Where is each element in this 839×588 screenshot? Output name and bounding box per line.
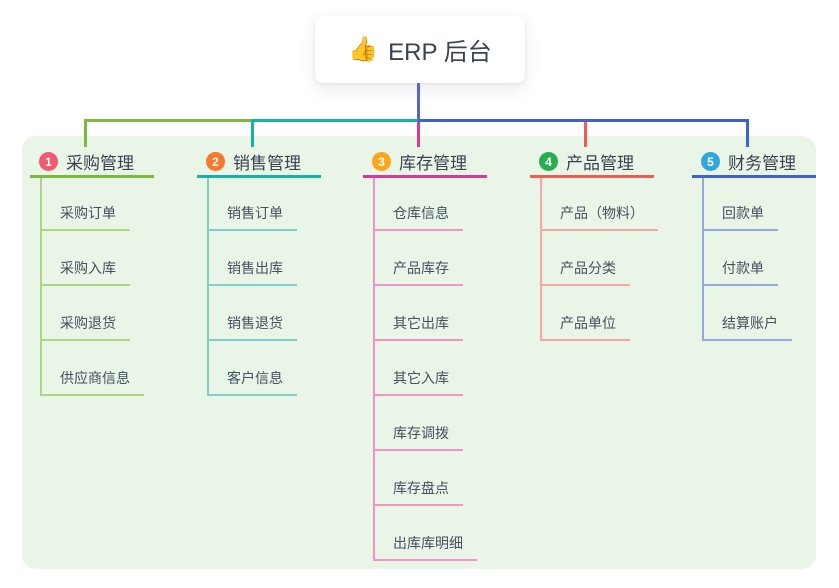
branches-panel	[22, 136, 816, 569]
child-node[interactable]: 销售订单	[209, 178, 297, 231]
branch-title[interactable]: 4 产品管理	[530, 148, 654, 178]
branch-product: 4 产品管理 产品（物料）产品分类产品单位	[530, 148, 660, 341]
child-node[interactable]: 采购入库	[42, 231, 130, 286]
child-node[interactable]: 产品单位	[542, 286, 630, 341]
child-node[interactable]: 采购订单	[42, 178, 130, 231]
child-node[interactable]: 仓库信息	[375, 178, 463, 231]
thumbs-up-icon: 👍	[348, 36, 379, 63]
children-list: 仓库信息产品库存其它出库其它入库库存调拨库存盘点出库库明细	[373, 178, 477, 561]
branch-title[interactable]: 3 库存管理	[363, 148, 487, 178]
child-node[interactable]: 其它出库	[375, 286, 463, 341]
branch-number-badge: 3	[372, 152, 391, 171]
branch-number-badge: 5	[701, 152, 720, 171]
branch-label: 财务管理	[728, 154, 796, 173]
child-node[interactable]: 回款单	[704, 178, 778, 231]
branch5-connector-horizontal	[418, 119, 749, 122]
branch-label: 采购管理	[66, 154, 134, 173]
child-node[interactable]: 付款单	[704, 231, 778, 286]
child-node[interactable]: 库存调拨	[375, 396, 463, 451]
branch-label: 库存管理	[399, 154, 467, 173]
child-node[interactable]: 销售退货	[209, 286, 297, 341]
branch2-connector-drop	[251, 119, 254, 147]
child-node[interactable]: 客户信息	[209, 341, 297, 396]
branch-number-badge: 1	[39, 152, 58, 171]
child-node[interactable]: 产品库存	[375, 231, 463, 286]
child-node[interactable]: 其它入库	[375, 341, 463, 396]
children-list: 回款单付款单结算账户	[702, 178, 792, 341]
child-node[interactable]: 产品（物料）	[542, 178, 658, 231]
branch-number-badge: 2	[206, 152, 225, 171]
branch4-connector-drop	[584, 122, 587, 147]
branch-title[interactable]: 2 销售管理	[197, 148, 321, 178]
child-node[interactable]: 销售出库	[209, 231, 297, 286]
branch-procurement: 1 采购管理 采购订单采购入库采购退货供应商信息	[30, 148, 160, 396]
children-list: 产品（物料）产品分类产品单位	[540, 178, 658, 341]
branch1-connector-drop	[84, 119, 87, 147]
child-node[interactable]: 库存盘点	[375, 451, 463, 506]
branch2-connector-horizontal	[251, 119, 418, 122]
branch1-connector-horizontal	[84, 119, 254, 122]
branch-finance: 5 财务管理 回款单付款单结算账户	[692, 148, 822, 341]
branch-sales: 2 销售管理 销售订单销售出库销售退货客户信息	[197, 148, 327, 396]
root-label: ERP 后台	[388, 39, 492, 66]
children-list: 销售订单销售出库销售退货客户信息	[207, 178, 297, 396]
branch-label: 销售管理	[233, 154, 301, 173]
child-node[interactable]: 供应商信息	[42, 341, 144, 396]
branch5-connector-drop	[746, 119, 749, 147]
root-connector-line	[417, 83, 420, 122]
branch3-connector-drop	[417, 122, 420, 147]
child-node[interactable]: 结算账户	[704, 286, 792, 341]
children-list: 采购订单采购入库采购退货供应商信息	[40, 178, 144, 396]
root-node[interactable]: 👍 ERP 后台	[315, 16, 525, 83]
branch-title[interactable]: 1 采购管理	[30, 148, 154, 178]
branch-title[interactable]: 5 财务管理	[692, 148, 816, 178]
child-node[interactable]: 采购退货	[42, 286, 130, 341]
branch-inventory: 3 库存管理 仓库信息产品库存其它出库其它入库库存调拨库存盘点出库库明细	[363, 148, 493, 561]
branch-number-badge: 4	[539, 152, 558, 171]
branch-label: 产品管理	[566, 154, 634, 173]
child-node[interactable]: 产品分类	[542, 231, 630, 286]
child-node[interactable]: 出库库明细	[375, 506, 477, 561]
